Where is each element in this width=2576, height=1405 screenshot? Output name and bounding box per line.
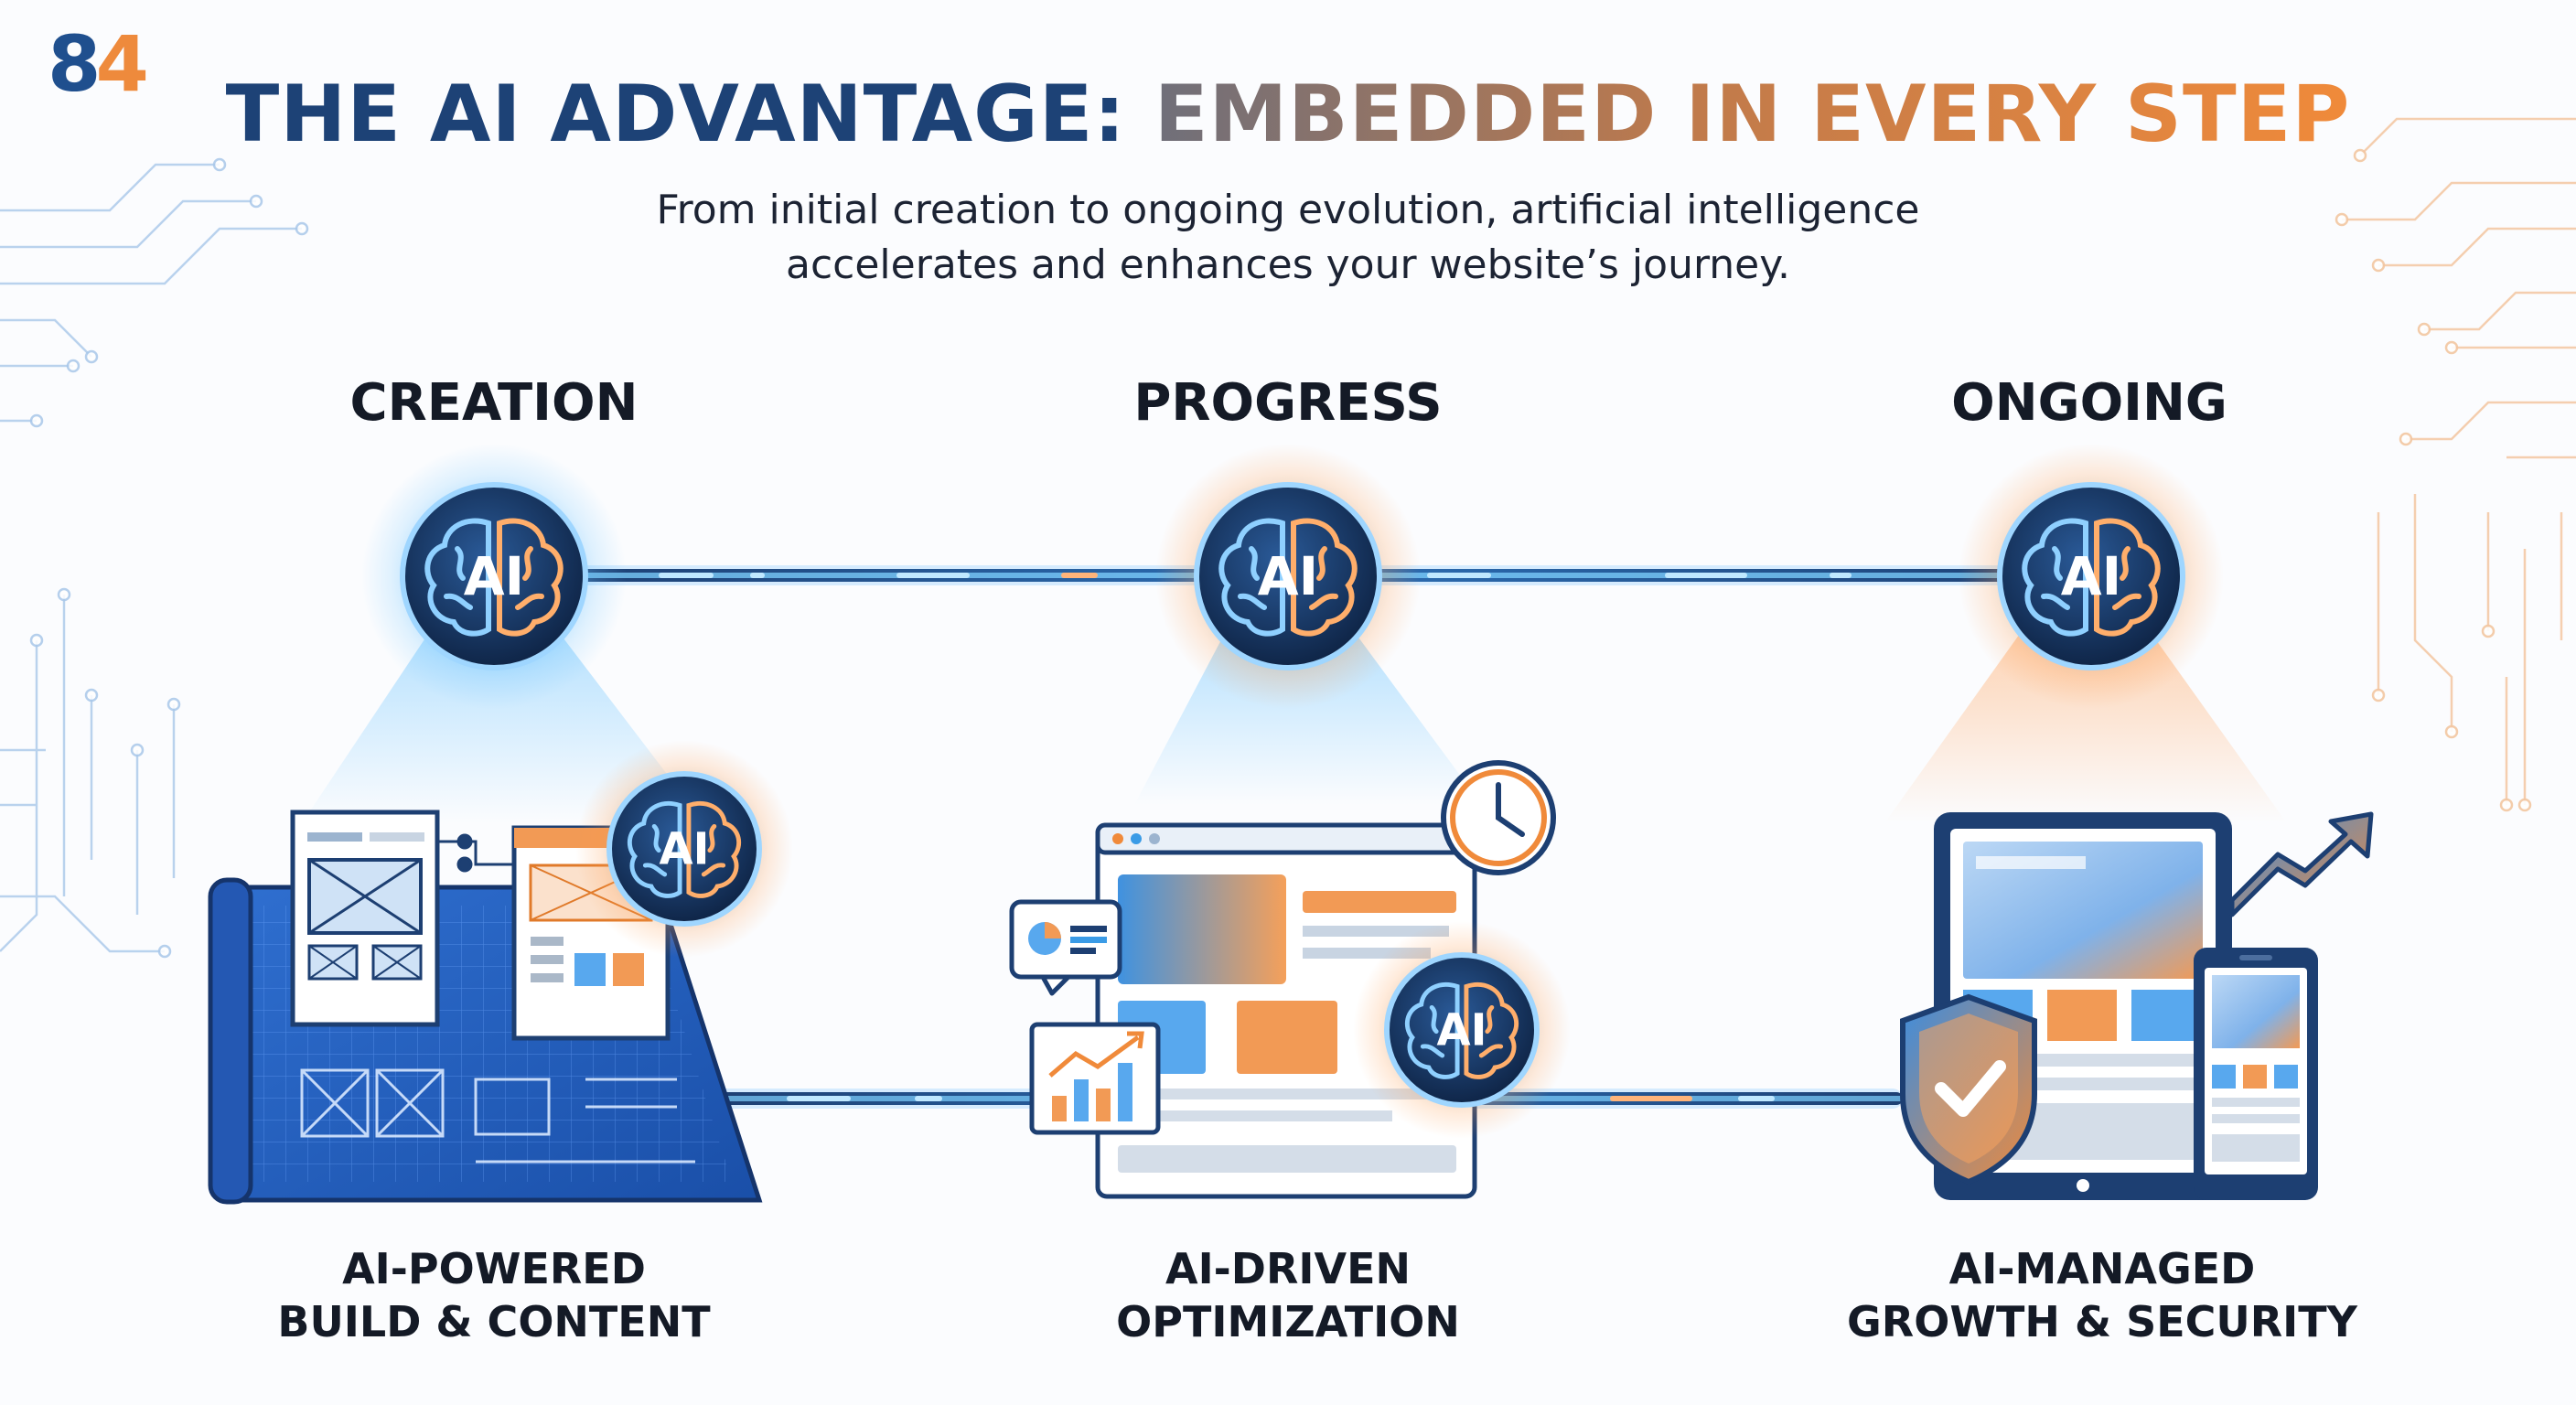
brain-icon	[627, 800, 742, 898]
stage-label-creation: CREATION	[349, 373, 639, 433]
light-beam	[302, 631, 704, 823]
subtitle: From initial creation to ongoing evoluti…	[0, 183, 2576, 293]
stage-label-ongoing: ONGOING	[1951, 373, 2227, 433]
logo-main: 8	[48, 19, 102, 109]
brain-icon	[1404, 981, 1519, 1079]
ai-badge-label: AI	[1258, 545, 1318, 607]
caption-creation-line-1: AI-POWERED	[342, 1244, 646, 1293]
caption-ongoing-line-1: AI-MANAGED	[1948, 1244, 2256, 1293]
ai-badge-label: AI	[659, 823, 709, 874]
brain-icon	[424, 518, 564, 637]
light-beam	[1884, 631, 2287, 823]
ai-badge-label: AI	[1436, 1004, 1487, 1056]
bar-chart-icon	[1029, 1022, 1161, 1135]
pie-chart-bubble-icon	[1009, 899, 1122, 996]
ai-badge-label: AI	[464, 545, 524, 607]
ai-node-ongoing: AI	[1959, 444, 2224, 709]
shield-check-icon	[1900, 993, 2037, 1185]
circuit-decoration-left	[0, 163, 302, 953]
trend-arrow-icon	[2229, 811, 2374, 917]
clock-icon	[1441, 760, 1556, 875]
ai-node-creation: AI	[361, 444, 627, 709]
subtitle-line-2: accelerates and enhances your website’s …	[786, 241, 1790, 288]
ai-node-creation-small: AI	[575, 740, 793, 958]
caption-ongoing-line-2: GROWTH & SECURITY	[1847, 1297, 2357, 1346]
caption-progress: AI-DRIVEN OPTIMIZATION	[968, 1242, 1608, 1348]
caption-progress-line-1: AI-DRIVEN	[1165, 1244, 1411, 1293]
brain-icon	[2022, 518, 2161, 637]
caption-creation-line-2: BUILD & CONTENT	[277, 1297, 711, 1346]
wireframe-page	[290, 810, 440, 1027]
company-logo: 84	[48, 26, 149, 102]
stage-label-progress: PROGRESS	[1133, 373, 1443, 433]
caption-progress-line-2: OPTIMIZATION	[1116, 1297, 1460, 1346]
page-title: THE AI ADVANTAGE: EMBEDDED IN EVERY STEP	[0, 71, 2576, 158]
caption-ongoing: AI-MANAGED GROWTH & SECURITY	[1782, 1242, 2422, 1348]
ai-node-progress-small: AI	[1353, 921, 1571, 1139]
subtitle-line-1: From initial creation to ongoing evoluti…	[656, 187, 1920, 233]
circuit-decoration-right	[2342, 117, 2576, 805]
title-part-1: THE AI ADVANTAGE:	[225, 69, 1126, 160]
title-part-2: EMBEDDED IN EVERY STEP	[1154, 69, 2351, 160]
logo-accent: 4	[95, 19, 149, 109]
brain-icon	[1218, 518, 1358, 637]
ai-node-progress: AI	[1155, 444, 1421, 709]
ai-badge-label: AI	[2061, 545, 2121, 607]
caption-creation: AI-POWERED BUILD & CONTENT	[174, 1242, 814, 1348]
